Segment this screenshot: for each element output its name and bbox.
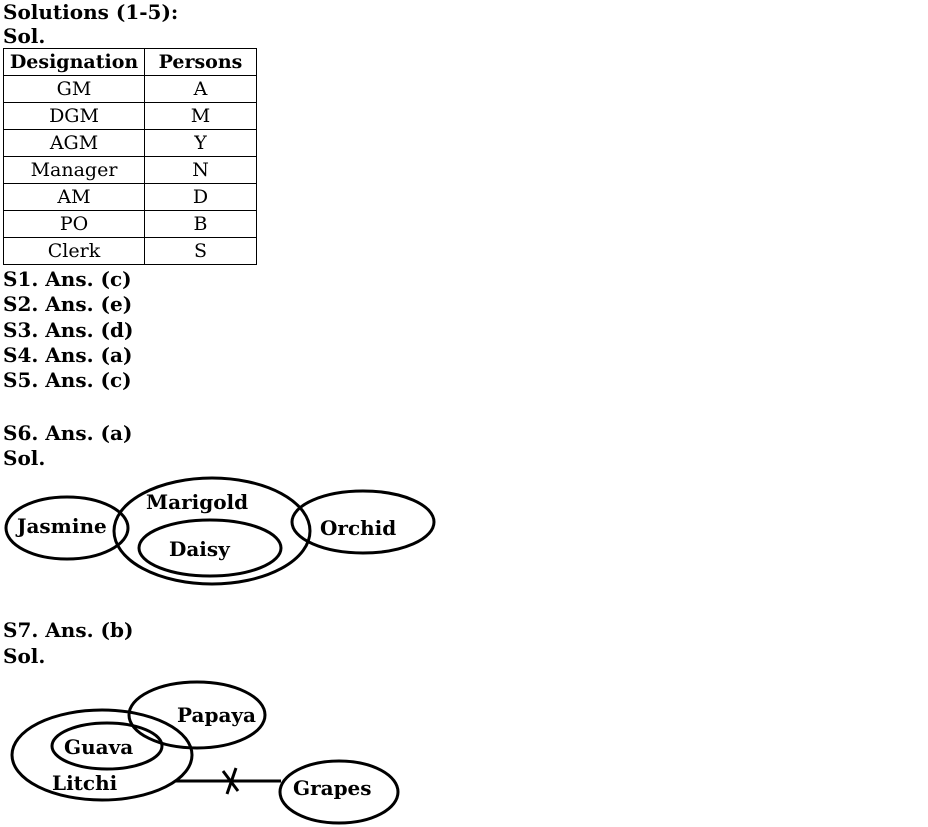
table-row: AGM Y <box>3 129 257 157</box>
person-cell: A <box>144 75 257 103</box>
designation-cell: AM <box>3 183 145 211</box>
person-cell: M <box>144 102 257 130</box>
orchid-circle <box>290 489 436 555</box>
answer-s6: S6. Ans. (a) <box>3 421 133 445</box>
grapes-label: Grapes <box>293 776 372 800</box>
marigold-label: Marigold <box>146 490 248 514</box>
column-header-designation: Designation <box>3 48 145 76</box>
papaya-circle <box>127 680 267 750</box>
guava-label: Guava <box>64 735 133 759</box>
table-row: AM D <box>3 183 257 211</box>
designation-cell: AGM <box>3 129 145 157</box>
designation-cell: Manager <box>3 156 145 184</box>
table-row: PO B <box>3 210 257 238</box>
answer-s2: S2. Ans. (e) <box>3 292 133 316</box>
solutions-heading: Solutions (1-5): <box>3 0 179 24</box>
s6-sol-label: Sol. <box>3 446 46 470</box>
litchi-circle <box>10 708 194 802</box>
table-header-row: Designation Persons <box>3 48 257 76</box>
table-row: DGM M <box>3 102 257 130</box>
sol-label: Sol. <box>3 24 46 48</box>
answer-s7: S7. Ans. (b) <box>3 618 134 642</box>
person-cell: B <box>144 210 257 238</box>
designation-cell: Clerk <box>3 237 145 265</box>
marigold-circle <box>112 476 312 586</box>
papaya-label: Papaya <box>177 703 256 727</box>
table-row: Clerk S <box>3 237 257 265</box>
answer-s1: S1. Ans. (c) <box>3 267 132 291</box>
venn-diagram-fruits: Papaya Guava Litchi Grapes <box>10 680 400 825</box>
person-cell: N <box>144 156 257 184</box>
venn-diagram-flowers: Jasmine Marigold Daisy Orchid <box>4 476 436 586</box>
jasmine-label: Jasmine <box>15 514 107 538</box>
person-cell: Y <box>144 129 257 157</box>
answer-s4: S4. Ans. (a) <box>3 343 133 367</box>
answer-s5: S5. Ans. (c) <box>3 368 132 392</box>
jasmine-circle <box>4 495 130 561</box>
grapes-circle <box>278 759 400 825</box>
guava-circle <box>50 721 164 771</box>
person-cell: S <box>144 237 257 265</box>
designation-table: Designation Persons GM A DGM M AGM Y Man… <box>3 48 257 265</box>
s7-sol-label: Sol. <box>3 644 46 668</box>
designation-cell: PO <box>3 210 145 238</box>
person-cell: D <box>144 183 257 211</box>
orchid-label: Orchid <box>320 516 396 540</box>
answer-s3: S3. Ans. (d) <box>3 318 134 342</box>
table-row: Manager N <box>3 156 257 184</box>
cross-mark <box>225 767 238 795</box>
daisy-circle <box>137 518 283 578</box>
litchi-label: Litchi <box>52 771 118 795</box>
daisy-label: Daisy <box>169 537 231 561</box>
table-row: GM A <box>3 75 257 103</box>
designation-cell: DGM <box>3 102 145 130</box>
column-header-persons: Persons <box>144 48 257 76</box>
designation-cell: GM <box>3 75 145 103</box>
